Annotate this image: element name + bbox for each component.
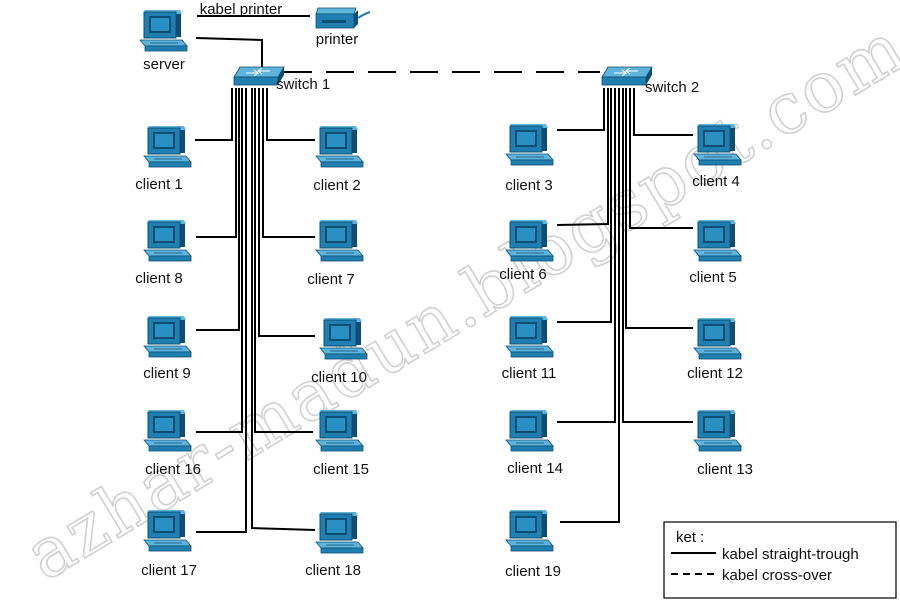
server-icon — [139, 9, 188, 52]
switch1-client-cables — [195, 88, 316, 533]
computer-icon — [143, 219, 192, 262]
client-node: client 19 — [505, 509, 561, 580]
computer-icon — [143, 409, 192, 452]
computer-icon — [505, 509, 554, 552]
client-node: client 13 — [693, 409, 753, 478]
computer-icon — [315, 219, 364, 262]
client-node: client 18 — [305, 511, 364, 579]
client-node: client 5 — [689, 219, 742, 286]
computer-icon — [315, 511, 364, 554]
computer-icon — [505, 315, 554, 358]
server-label: server — [143, 56, 185, 73]
client-node: client 8 — [135, 219, 192, 287]
client-label: client 5 — [689, 269, 737, 286]
client-label: client 7 — [307, 271, 355, 288]
computer-icon — [693, 409, 742, 452]
computer-icon — [143, 315, 192, 358]
printer-cable-label: kabel printer — [200, 1, 283, 18]
client-node: client 2 — [313, 125, 364, 194]
client-node: client 1 — [135, 125, 192, 193]
client-node: client 7 — [307, 219, 364, 288]
client-label: client 10 — [311, 369, 367, 386]
client-label: client 13 — [697, 461, 753, 478]
switch2-client-cables — [556, 88, 693, 523]
computer-icon — [143, 125, 192, 168]
client-label: client 6 — [499, 266, 547, 283]
client-label: client 12 — [687, 365, 743, 382]
client-label: client 15 — [313, 461, 369, 478]
switch-1: switch 1 — [233, 66, 330, 93]
legend-crossover-label: kabel cross-over — [722, 567, 832, 584]
client-label: client 19 — [505, 563, 561, 580]
client-label: client 18 — [305, 562, 361, 579]
computer-icon — [315, 125, 364, 168]
client-node: client 16 — [143, 409, 201, 478]
client-node: client 15 — [313, 409, 369, 478]
client-node: client 6 — [499, 219, 554, 283]
client-node: client 11 — [502, 315, 557, 382]
printer-device: printer kabel printer — [200, 1, 371, 48]
client-node: client 9 — [143, 315, 192, 382]
client-label: client 4 — [692, 173, 740, 190]
computer-icon — [505, 219, 554, 262]
legend-title: ket : — [676, 529, 704, 546]
computer-icon — [319, 317, 368, 360]
legend-straight-label: kabel straight-trough — [722, 546, 859, 563]
client-node: client 3 — [505, 123, 554, 194]
computer-icon — [693, 317, 742, 360]
client-label: client 1 — [135, 176, 183, 193]
client-label: client 14 — [507, 460, 563, 477]
switch-2: switch 2 — [601, 66, 699, 96]
client-label: client 9 — [143, 365, 191, 382]
client-label: client 2 — [313, 177, 361, 194]
client-label: client 11 — [502, 365, 557, 382]
printer-label: printer — [316, 31, 359, 48]
computer-icon — [315, 409, 364, 452]
client-node: client 17 — [141, 509, 197, 579]
computer-icon — [693, 123, 742, 166]
switch-1-label: switch 1 — [276, 76, 330, 93]
server-computer: server — [139, 9, 188, 73]
client-node: client 12 — [687, 317, 743, 382]
client-label: client 17 — [141, 562, 197, 579]
legend-box: ket : kabel straight-trough kabel cross-… — [663, 521, 897, 599]
watermark-text: azhar-madun.blogspot.com — [12, 6, 900, 597]
server-cables — [195, 15, 310, 68]
client-node: client 4 — [692, 123, 742, 190]
computer-icon — [143, 509, 192, 552]
client-node: client 14 — [505, 409, 563, 477]
switch-2-label: switch 2 — [645, 79, 699, 96]
computer-icon — [693, 219, 742, 262]
client-label: client 3 — [505, 177, 553, 194]
client-label: client 16 — [145, 461, 201, 478]
client-label: client 8 — [135, 270, 183, 287]
computer-icon — [505, 409, 554, 452]
printer-icon — [315, 7, 371, 29]
client-node: client 10 — [311, 317, 368, 386]
computer-icon — [505, 123, 554, 166]
